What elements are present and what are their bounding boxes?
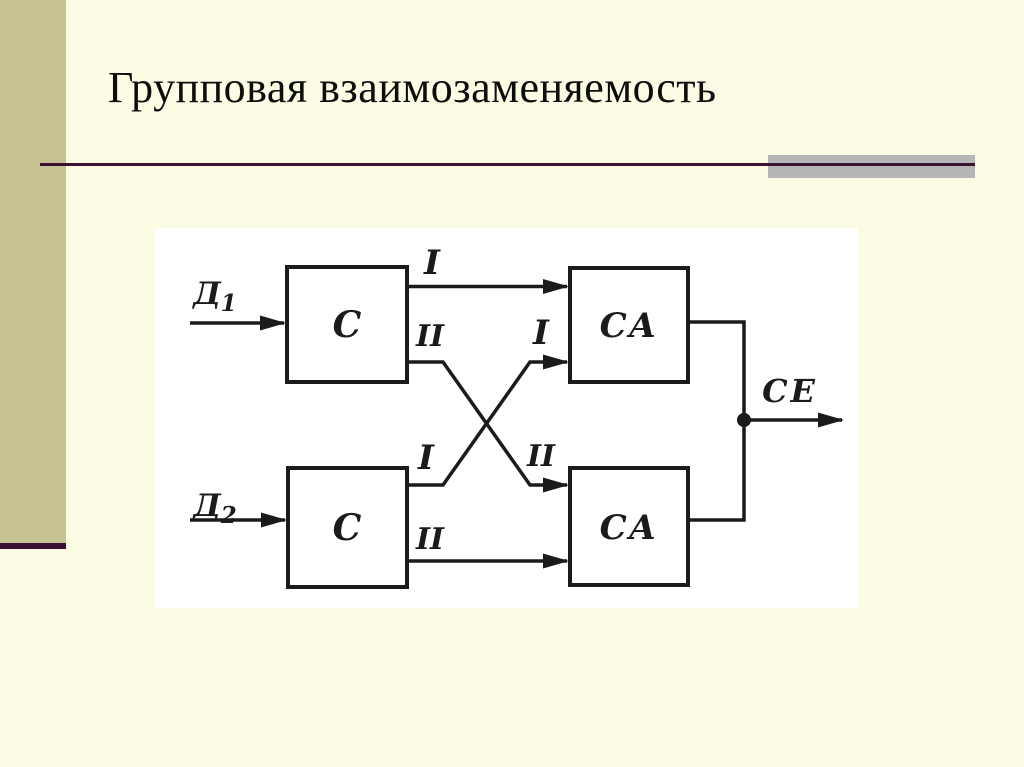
output-label-ce: СЕ: [762, 372, 818, 410]
input-label-d1-base: Д: [191, 276, 222, 312]
block-diagram: С СА С СА Д1 Д2 I II I II I II СЕ: [190, 243, 844, 589]
junction-dot: [737, 413, 751, 427]
channel-label-c1-ii: II: [415, 319, 445, 354]
block-ca1-label: СА: [600, 306, 659, 346]
channel-label-c1-i: I: [423, 243, 441, 283]
title-underline-rule: [40, 163, 975, 166]
sidebar-bottom-accent-bar: [0, 543, 66, 549]
channel-label-c2-ii: II: [415, 522, 445, 557]
channel-label-ca1-in-i: I: [532, 313, 550, 353]
input-label-d2-sub: 2: [220, 502, 237, 529]
input-label-d1-sub: 1: [221, 290, 237, 317]
line-ca1-output: [688, 320, 746, 420]
input-label-d2-base: Д: [191, 488, 222, 524]
block-c1: [285, 265, 409, 384]
line-ca2-output: [688, 420, 746, 522]
block-ca2: [568, 466, 690, 587]
sidebar-strip: [0, 0, 66, 543]
input-label-d1: Д1: [191, 276, 237, 317]
page-title: Групповая взаимозаменяемость: [108, 63, 717, 112]
block-ca2-label: СА: [600, 508, 659, 548]
input-label-d2: Д2: [191, 488, 237, 529]
channel-label-ca2-in-ii: II: [526, 439, 556, 474]
diagram-panel: С СА С СА Д1 Д2 I II I II I II СЕ: [155, 228, 858, 608]
block-c2: [286, 466, 409, 589]
line-c2-i-to-ca1: [407, 354, 569, 487]
block-ca1: [568, 266, 690, 384]
accent-bar-gray: [768, 155, 975, 178]
channel-label-c2-i: I: [417, 438, 435, 478]
block-c2-label: С: [333, 507, 362, 549]
block-c1-label: С: [333, 304, 362, 346]
